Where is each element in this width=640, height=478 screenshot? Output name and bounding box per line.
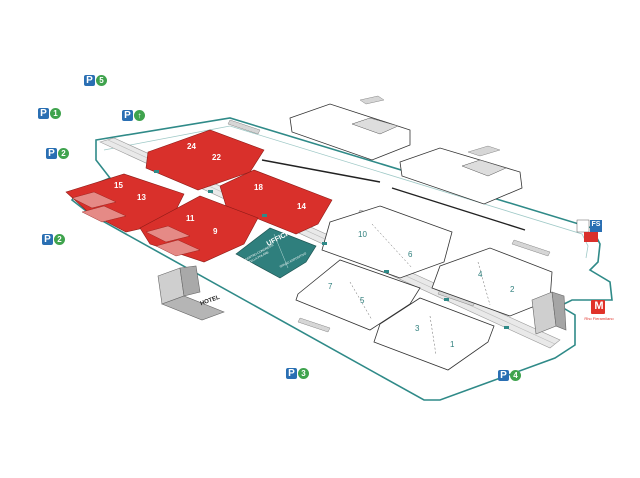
parking-4[interactable]: P 4: [498, 370, 521, 381]
hall-7-5: [295, 259, 421, 331]
hall-2-label: 2: [510, 285, 515, 294]
parking-icon: P: [122, 110, 133, 121]
hall-24-label: 24: [187, 142, 196, 151]
parking-icon: P: [42, 234, 53, 245]
parking-icon: P: [498, 370, 509, 381]
parking-number: 3: [298, 368, 309, 379]
hall-13-label: 13: [137, 193, 146, 202]
hall-11-label: 11: [186, 214, 195, 223]
uffici-building: [235, 227, 317, 279]
red-halls: [65, 129, 333, 263]
parking-2-bottom[interactable]: P 2: [42, 234, 65, 245]
metro-label: M: [594, 300, 604, 312]
parking-number: 1: [50, 108, 61, 119]
hall-7-label: 7: [328, 282, 333, 291]
parking-5[interactable]: P 5: [84, 75, 107, 86]
building-north-east: [399, 147, 523, 205]
hall-4-label: 4: [478, 270, 483, 279]
parking-arrow[interactable]: P ↑: [122, 110, 145, 121]
parking-1[interactable]: P 1: [38, 108, 61, 119]
hall-6-label: 6: [408, 250, 413, 259]
hall-9-label: 9: [213, 227, 218, 236]
hall-10-6: [321, 205, 453, 279]
hotel-building: [157, 265, 225, 321]
tower-building: [531, 291, 567, 335]
parking-icon: P: [286, 368, 297, 379]
rail-label: FS: [591, 221, 601, 228]
parking-2-top[interactable]: P 2: [46, 148, 69, 159]
parking-3[interactable]: P 3: [286, 368, 309, 379]
white-halls: [295, 205, 553, 371]
rail-icon: [576, 219, 602, 242]
parking-number: 2: [58, 148, 69, 159]
hall-18-label: 18: [254, 183, 263, 192]
hall-22-label: 22: [212, 153, 221, 162]
metro-icon: [591, 300, 605, 314]
hall-1-label: 1: [450, 340, 455, 349]
walkway-markers: [154, 170, 509, 329]
hall-15-label: 15: [114, 181, 123, 190]
arrow-up-icon: ↑: [134, 110, 145, 121]
hall-14-label: 14: [297, 202, 306, 211]
hall-3-label: 3: [415, 324, 420, 333]
metro-station-label: Rho Fieramilano: [584, 316, 614, 321]
hall-10-label: 10: [358, 230, 367, 239]
parking-number: 2: [54, 234, 65, 245]
parking-icon: P: [38, 108, 49, 119]
parking-icon: P: [84, 75, 95, 86]
building-north-west: [289, 103, 411, 161]
parking-number: 5: [96, 75, 107, 86]
hall-3-1: [373, 297, 495, 371]
hall-5-label: 5: [360, 296, 365, 305]
parking-number: 4: [510, 370, 521, 381]
parking-icon: P: [46, 148, 57, 159]
